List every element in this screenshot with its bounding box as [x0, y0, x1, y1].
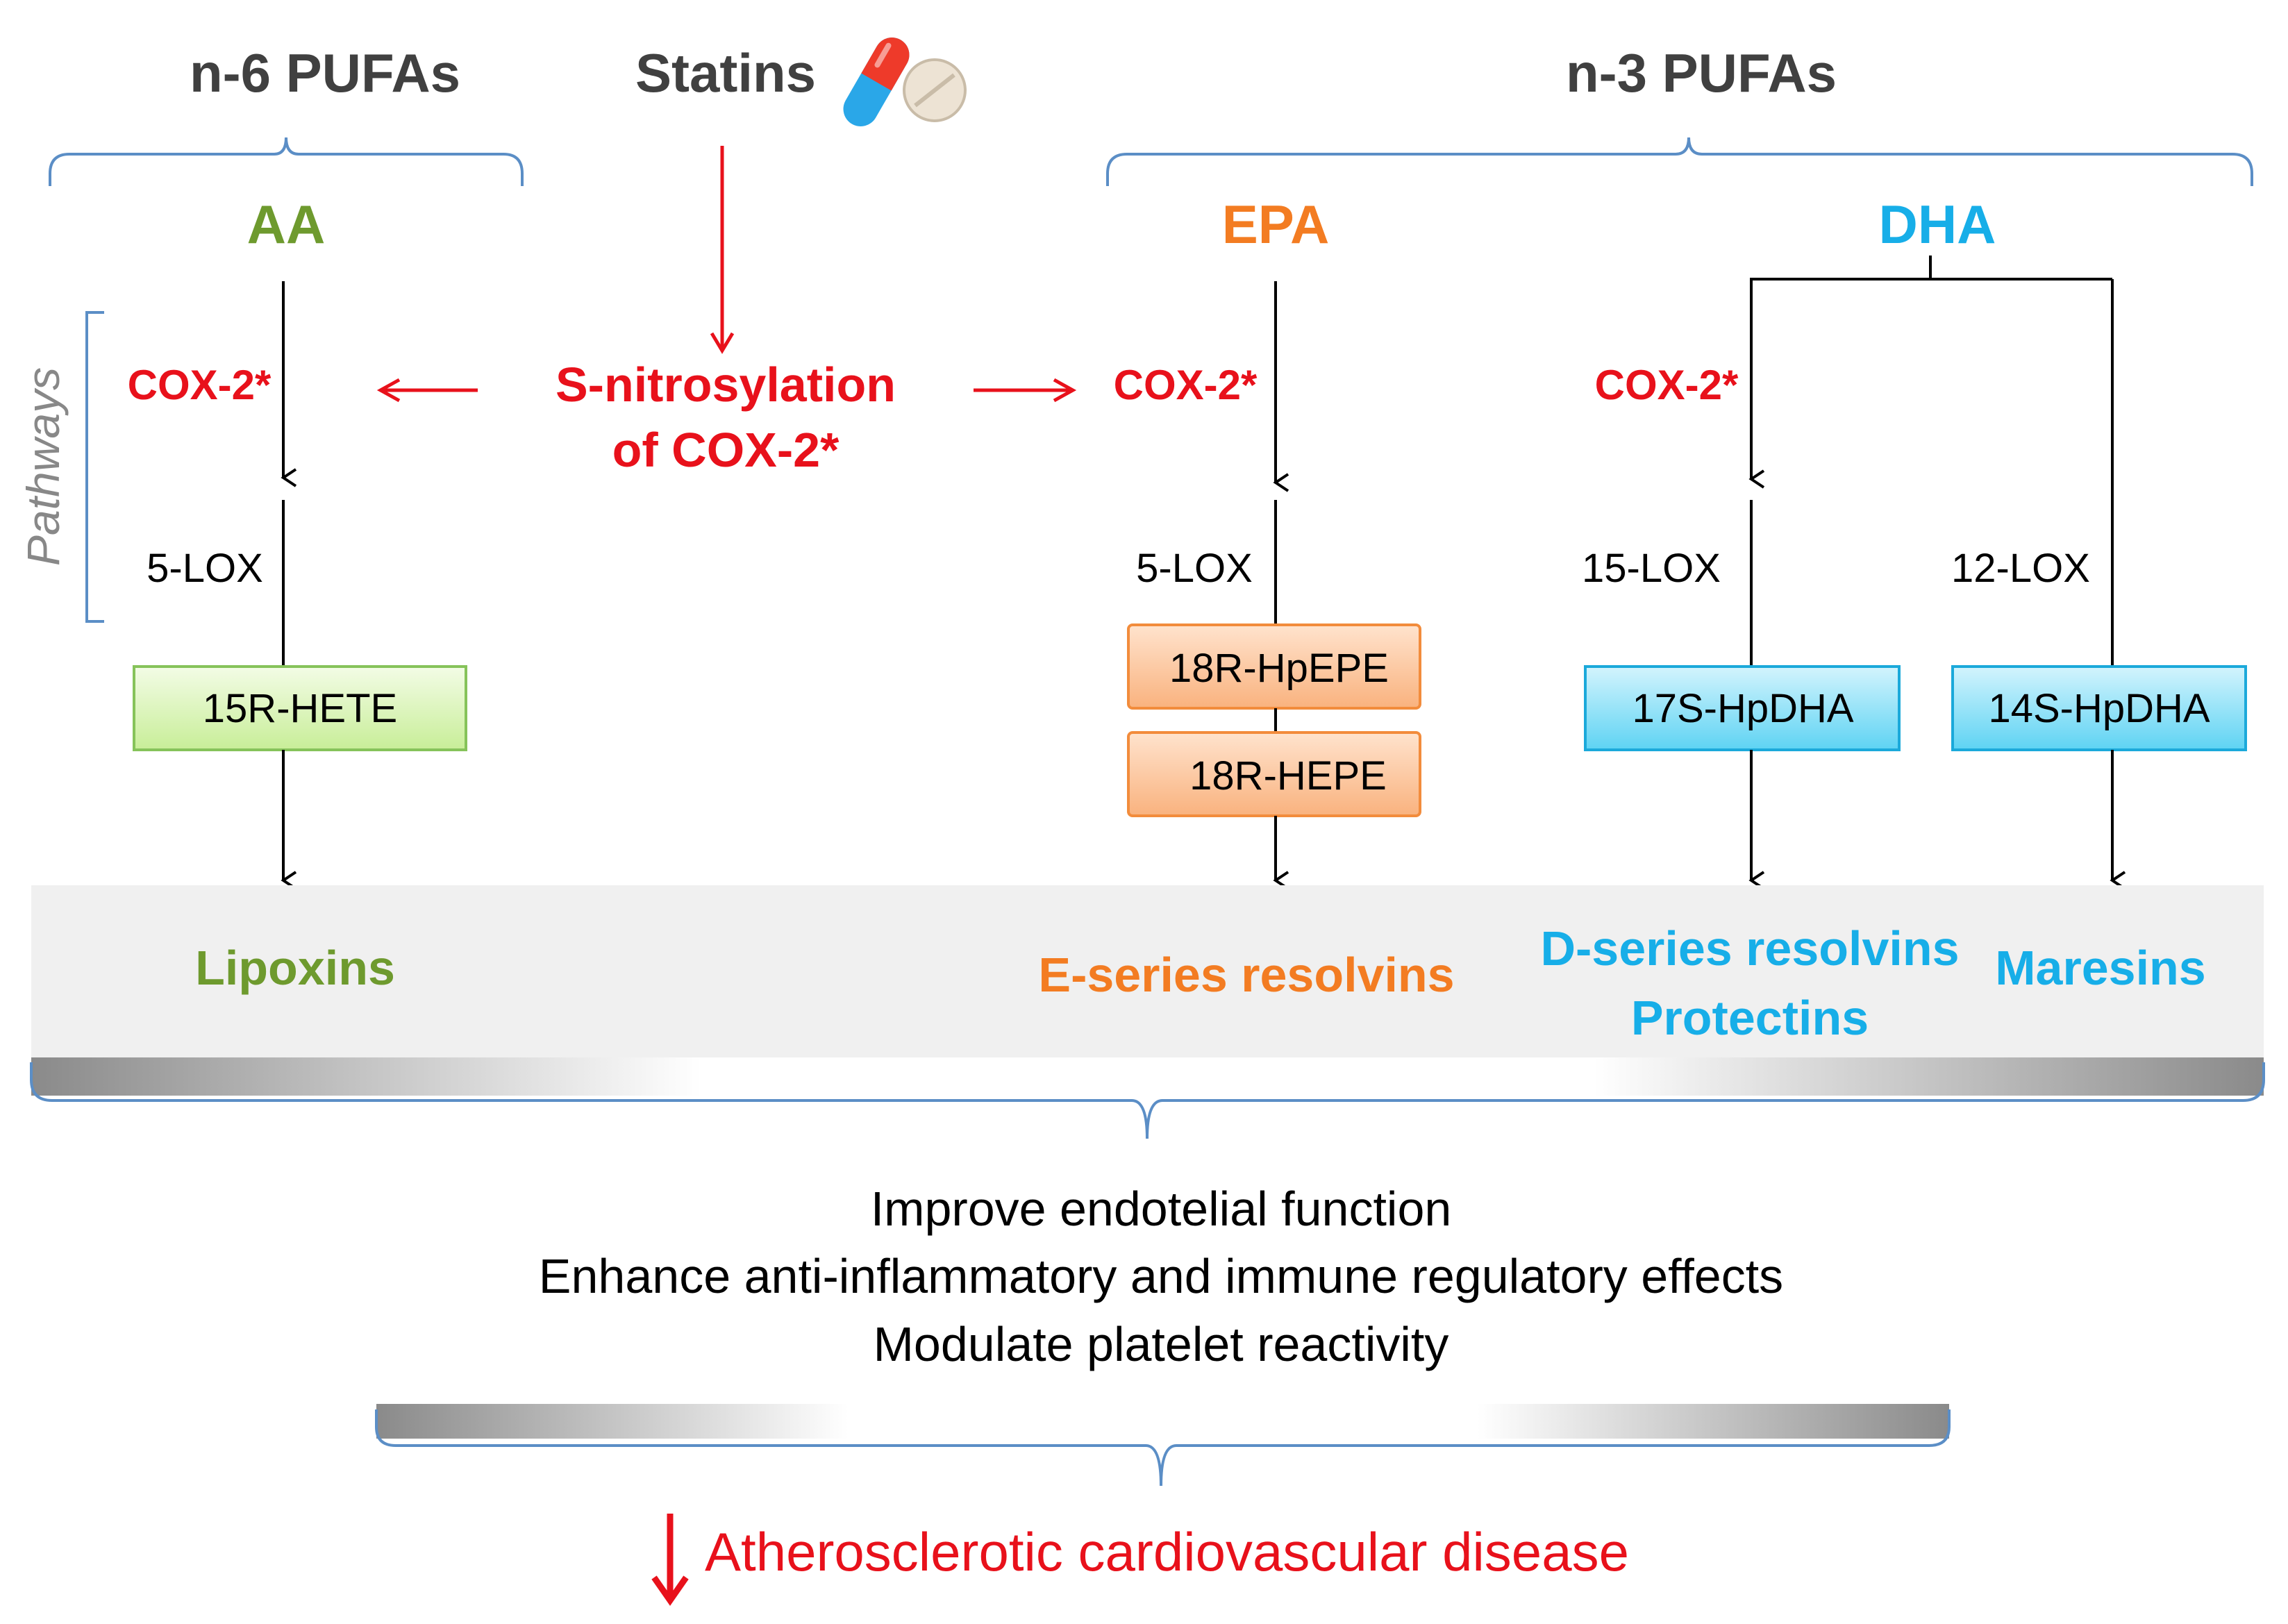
effects-brace — [375, 1409, 1951, 1487]
protectins-label: Protectins — [1631, 991, 1869, 1045]
aa-label: AA — [247, 194, 326, 255]
s-nitrosylation-line2: of COX-2* — [612, 423, 840, 477]
maresins-label: Maresins — [1995, 941, 2205, 995]
products-brace — [30, 1062, 2265, 1139]
aa-15r-hete-box — [133, 665, 467, 751]
statins-title: Statins — [635, 42, 816, 103]
dha-12lox-label: 12-LOX — [1951, 546, 2090, 591]
epa-cox2-label: COX-2* — [1114, 362, 1258, 408]
d-series-resolvins-label: D-series resolvins — [1540, 921, 1959, 976]
pill-icon — [843, 37, 967, 126]
aa-15r-hete-text: 15R-HETE — [203, 686, 397, 731]
dha-14s-hpdha-box — [1951, 665, 2247, 751]
effect-line-3: Modulate platelet reactivity — [874, 1317, 1449, 1371]
epa-18r-hepe-text: 18R-HEPE — [1189, 753, 1387, 798]
statins-arrowhead — [710, 332, 735, 354]
dha-17s-hpdha-text: 17S-HpDHA — [1632, 686, 1853, 731]
aa-cox2-label: COX-2* — [128, 362, 272, 408]
dha-17s-hpdha-box — [1584, 665, 1901, 751]
pathways-bracket — [85, 311, 104, 623]
n3-brace — [1106, 137, 2253, 186]
e-series-resolvins-label: E-series resolvins — [1038, 948, 1454, 1002]
outcome-down-arrowhead — [651, 1575, 689, 1606]
left-red-arrowhead — [376, 378, 401, 403]
effects-gradient-bar — [376, 1404, 1949, 1439]
epa-18r-hpepe-text: 18R-HpEPE — [1169, 646, 1389, 691]
aa-5lox-label: 5-LOX — [147, 546, 263, 591]
pathways-label: Pathways — [17, 367, 69, 566]
epa-label: EPA — [1222, 194, 1330, 255]
n6-pufas-title: n-6 PUFAs — [190, 42, 460, 103]
right-red-arrowhead — [1053, 378, 1077, 403]
s-nitrosylation-line1: S-nitrosylation — [556, 358, 896, 412]
outcome-label: Atherosclerotic cardiovascular disease — [705, 1521, 1629, 1582]
products-band — [31, 885, 2264, 1057]
n6-brace — [49, 137, 524, 186]
n3-pufas-title: n-3 PUFAs — [1566, 42, 1837, 103]
dha-14s-hpdha-text: 14S-HpDHA — [1988, 686, 2210, 731]
dha-cox2-label: COX-2* — [1595, 362, 1739, 408]
lipoxins-label: Lipoxins — [195, 941, 395, 995]
effect-line-1: Improve endotelial function — [871, 1182, 1452, 1236]
effect-line-2: Enhance anti-inflammatory and immune reg… — [539, 1249, 1783, 1303]
dha-15lox-label: 15-LOX — [1582, 546, 1721, 591]
dha-label: DHA — [1879, 194, 1996, 255]
products-gradient-bar — [31, 1057, 2264, 1096]
epa-5lox-label: 5-LOX — [1136, 546, 1253, 591]
